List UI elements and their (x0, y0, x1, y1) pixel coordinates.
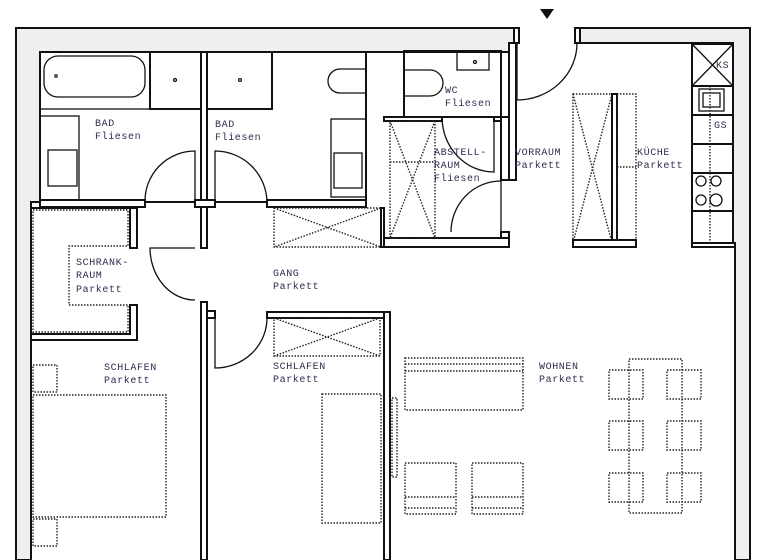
kitchen-island (572, 93, 637, 248)
room-floor-wc: Fliesen (445, 98, 491, 110)
room-name-schrankraum-2: RAUM (76, 271, 102, 282)
room-floor-bad1: Fliesen (95, 131, 141, 143)
room-name-abstellraum-2: RAUM (434, 161, 460, 172)
furniture (32, 357, 702, 547)
room-name-wohnen: WOHNEN (539, 362, 579, 373)
doors (144, 27, 581, 369)
room-name-abstellraum-1: ABSTELL- (434, 148, 487, 159)
schrankraum (30, 207, 138, 341)
kitchen-counter (691, 43, 736, 248)
room-floor-schlafen1: Parkett (104, 375, 150, 387)
room-labels: BAD Fliesen BAD Fliesen SCHRANK- RAUM Pa… (76, 61, 729, 387)
room-name-kueche: KÜCHE (637, 146, 670, 159)
room-name-wc: WC (445, 86, 458, 97)
room-floor-wohnen: Parkett (539, 374, 585, 386)
interior-walls (200, 42, 517, 560)
room-name-vorraum: VORRAUM (515, 148, 561, 159)
room-name-schlafen1: SCHLAFEN (104, 363, 157, 374)
room-floor-vorraum: Parkett (515, 160, 561, 172)
room-floor-bad2: Fliesen (215, 132, 261, 144)
room-floor-schrankraum: Parkett (76, 284, 122, 296)
room-name-bad2: BAD (215, 120, 235, 131)
room-floor-schlafen2: Parkett (273, 374, 319, 386)
room-name-schlafen2: SCHLAFEN (273, 362, 326, 373)
bathroom-block (39, 51, 367, 249)
room-floor-abstellraum: Fliesen (434, 173, 480, 185)
room-name-bad1: BAD (95, 119, 115, 130)
room-floor-kueche: Parkett (637, 160, 683, 172)
gang-storage (273, 207, 385, 248)
dishwasher-label: GS (714, 121, 727, 132)
room-name-gang: GANG (273, 269, 299, 280)
entrance-arrow-icon (540, 9, 554, 19)
room-floor-gang: Parkett (273, 281, 319, 293)
room-name-schrankraum-1: SCHRANK- (76, 258, 129, 269)
fridge-label: KS (716, 61, 729, 72)
